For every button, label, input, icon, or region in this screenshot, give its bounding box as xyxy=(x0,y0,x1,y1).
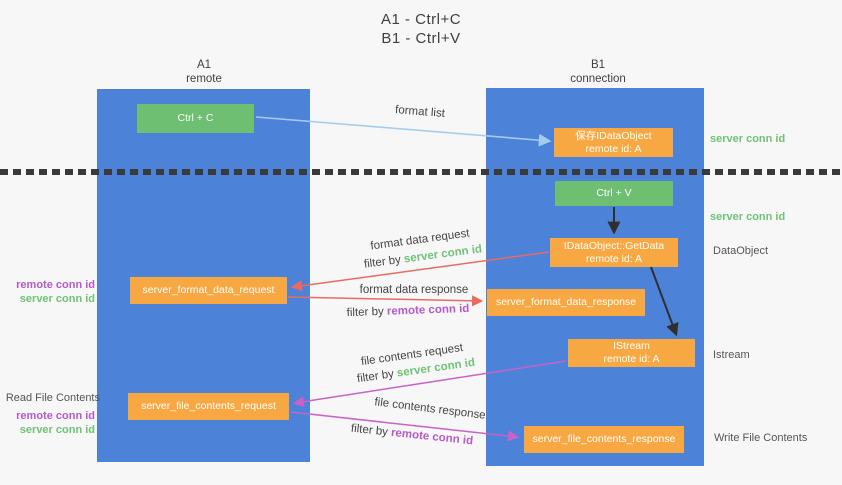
annotation-server-conn-id-top: server conn id xyxy=(710,133,786,145)
lane-b-title: B1 xyxy=(590,59,606,71)
lane-a-title: A1 xyxy=(196,59,212,71)
annotation-read-file-contents: Read File Contents xyxy=(5,392,100,404)
ctrl-v-label: Ctrl + V xyxy=(596,187,632,199)
idataobject-getdata-line1: IDataObject::GetData xyxy=(563,239,665,252)
filter-by-text: filter by xyxy=(346,305,384,320)
title-line-2: B1 - Ctrl+V xyxy=(381,30,461,47)
lane-b-subtitle: connection xyxy=(570,73,626,85)
remote-conn-id-key: remote conn id xyxy=(386,302,470,318)
phase-divider xyxy=(0,169,842,175)
save-idataobject-box: 保存IDataObject remote id: A xyxy=(554,128,673,157)
server-format-data-response-label: server_format_data_response xyxy=(495,296,637,308)
ctrl-c-box: Ctrl + C xyxy=(137,104,254,133)
idataobject-getdata-box: IDataObject::GetData remote id: A xyxy=(550,238,678,267)
idataobject-getdata-line2: remote id: A xyxy=(585,252,643,265)
annotation-istream: Istream xyxy=(713,349,750,361)
filter-by-remote-conn-id-1: filter by remote conn id xyxy=(323,302,493,320)
lane-b-header: B1 connection xyxy=(548,58,648,86)
ctrl-c-label: Ctrl + C xyxy=(177,112,214,124)
ctrl-v-box: Ctrl + V xyxy=(555,181,673,206)
filter-by-remote-conn-id-2: filter by remote conn id xyxy=(327,420,497,450)
save-idataobject-line2: remote id: A xyxy=(585,142,642,155)
remote-conn-id-key: remote conn id xyxy=(390,426,474,448)
diagram-title: A1 - Ctrl+C B1 - Ctrl+V xyxy=(0,10,842,48)
istream-box: IStream remote id: A xyxy=(568,339,695,367)
annotation-remote-conn-id-bottom: remote conn id xyxy=(16,410,95,422)
format-data-response-label: format data response xyxy=(359,284,469,296)
server-format-data-response-box: server_format_data_response xyxy=(487,289,645,316)
server-file-contents-response-box: server_file_contents_response xyxy=(524,426,684,453)
server-file-contents-request-box: server_file_contents_request xyxy=(128,393,289,420)
annotation-server-conn-id-left-top: server conn id xyxy=(19,293,95,305)
save-idataobject-line1: 保存IDataObject xyxy=(575,129,652,142)
server-format-data-request-box: server_format_data_request xyxy=(130,277,287,304)
annotation-dataobject: DataObject xyxy=(713,245,769,257)
istream-line2: remote id: A xyxy=(603,353,660,365)
filter-by-text: filter by xyxy=(350,422,389,439)
annotation-remote-conn-id-top: remote conn id xyxy=(16,279,95,291)
annotation-write-file-contents: Write File Contents xyxy=(714,432,808,444)
annotation-server-conn-id-left-bottom: server conn id xyxy=(19,424,95,436)
title-line-1: A1 - Ctrl+C xyxy=(380,11,462,28)
format-data-response-arrow xyxy=(287,295,484,307)
annotation-server-conn-id-mid: server conn id xyxy=(710,211,786,223)
server-file-contents-response-label: server_file_contents_response xyxy=(532,433,676,445)
istream-line1: IStream xyxy=(613,340,650,352)
lane-a-header: A1 remote xyxy=(154,58,254,86)
filter-by-text: filter by xyxy=(363,253,402,271)
server-format-data-request-label: server_format_data_request xyxy=(142,284,275,296)
filter-by-text: filter by xyxy=(356,368,395,386)
server-file-contents-request-label: server_file_contents_request xyxy=(141,400,276,412)
lane-a-subtitle: remote xyxy=(186,73,222,85)
format-list-label: format list xyxy=(394,104,446,120)
